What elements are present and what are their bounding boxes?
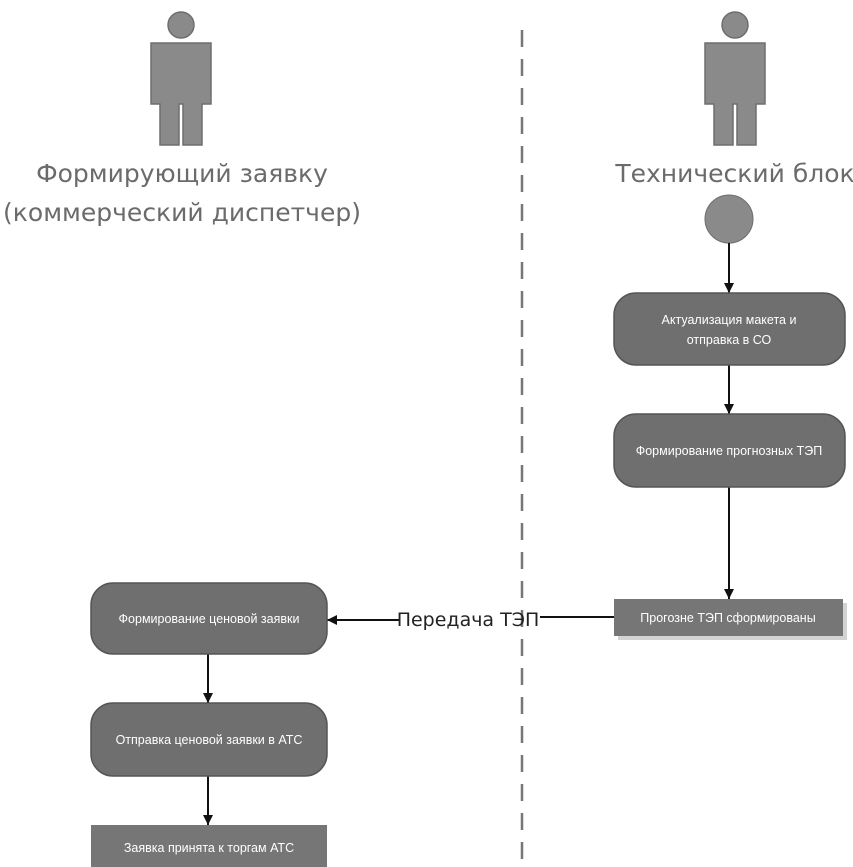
node-update-layout-line2: отправка в СО [687,333,772,347]
start-node-circle [704,194,754,244]
node-update-layout: Актуализация макета и отправка в СО [613,292,846,366]
node-send-bid: Отправка ценовой заявки в АТС [90,702,328,777]
node-update-layout-line1: Актуализация макета и [662,313,797,327]
left-lane-title-line2: (коммерческий диспетчер) [3,198,361,227]
node-send-bid-label: Отправка ценовой заявки в АТС [116,733,303,747]
right-lane-title: Технический блок [614,159,853,188]
node-forecast-tep-label: Формирование прогнозных ТЭП [636,444,823,458]
node-price-bid: Формирование ценовой заявки [90,582,328,655]
node-bid-accepted: Заявка принята к торгам АТС [91,825,327,867]
transfer-edge-label: Передача ТЭП [397,609,540,631]
node-forecast-ready: Прогозне ТЭП сформированы [614,599,847,640]
node-forecast-ready-label: Прогозне ТЭП сформированы [640,611,815,625]
node-forecast-tep: Формирование прогнозных ТЭП [613,413,846,488]
left-lane-title-line1: Формирующий заявку [36,159,328,188]
right-actor-person-icon [704,11,766,146]
node-price-bid-label: Формирование ценовой заявки [119,612,300,626]
left-actor-person-icon [150,11,212,146]
node-bid-accepted-label: Заявка принята к торгам АТС [124,841,294,855]
